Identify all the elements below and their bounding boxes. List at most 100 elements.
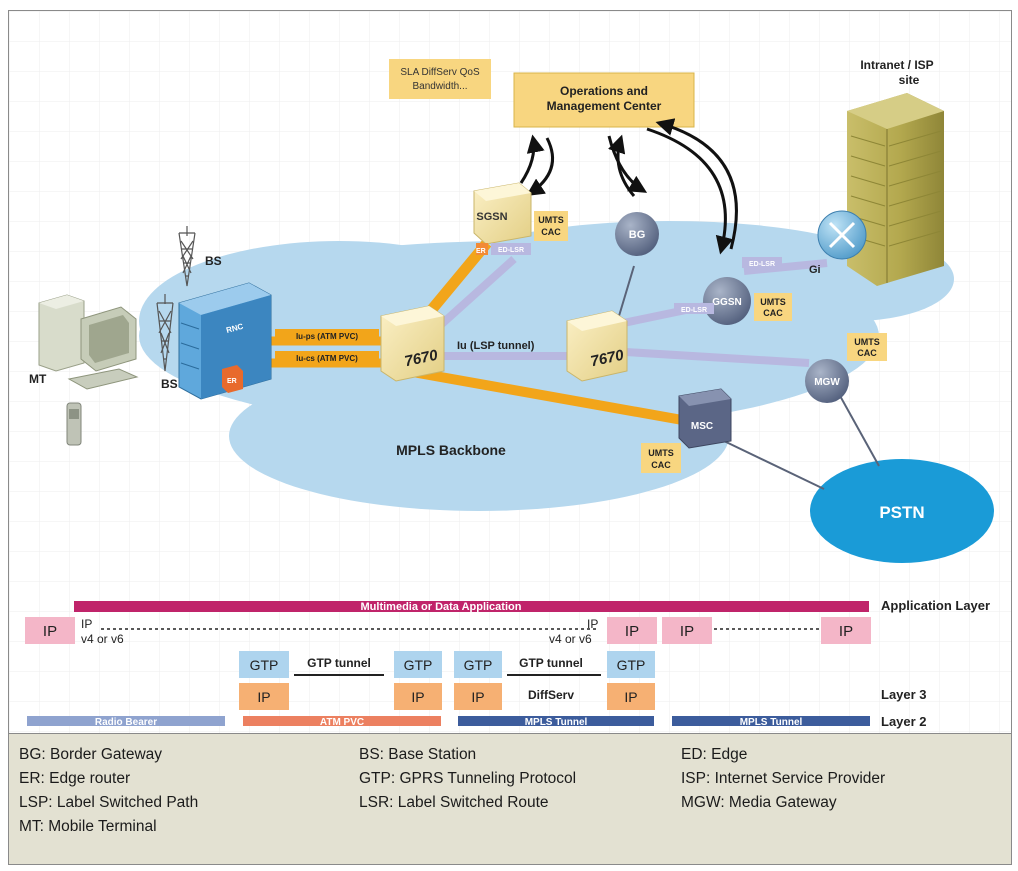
svg-text:ER: ER	[476, 248, 486, 255]
svg-text:ED-LSR: ED-LSR	[749, 261, 775, 268]
svg-text:Iu-ps (ATM PVC): Iu-ps (ATM PVC)	[296, 332, 358, 341]
svg-text:IP: IP	[257, 689, 270, 705]
svg-text:ER: ER	[227, 378, 237, 385]
mpls-tunnel-bar-1	[458, 716, 654, 726]
link-labels: Iu-ps (ATM PVC) Iu-cs (ATM PVC) Iu (LSP …	[275, 329, 535, 365]
svg-text:7670: 7670	[589, 347, 626, 371]
svg-text:Intranet / ISP: Intranet / ISP	[860, 58, 933, 72]
abbreviation-legend: BG: Border Gateway ER: Edge router LSP: …	[9, 733, 1011, 864]
pstn-cloud: PSTN	[810, 459, 994, 563]
sgsn-node: SGSN ER ED-LSR UMTS CAC	[473, 182, 568, 255]
svg-text:GGSN: GGSN	[712, 297, 741, 308]
svg-text:IP: IP	[81, 617, 92, 631]
svg-text:RNC: RNC	[225, 322, 244, 335]
svg-text:SGSN: SGSN	[476, 211, 507, 223]
msc-node: MSC UMTS CAC	[641, 388, 732, 473]
mt-label: MT	[29, 372, 47, 386]
switch-7670-left: 7670	[380, 305, 445, 382]
ggsn-node: GGSN ED-LSR ED-LSR UMTS CAC	[674, 257, 792, 325]
svg-text:Gi: Gi	[809, 264, 821, 276]
svg-text:MGW: MGW	[814, 377, 840, 388]
svg-text:Layer 2: Layer 2	[881, 714, 927, 729]
radio-bearer-bar	[27, 716, 225, 726]
protocol-stack: Multimedia or Data Application Applicati…	[25, 598, 990, 729]
svg-text:MSC: MSC	[691, 421, 713, 432]
legend-gtp: GTP: GPRS Tunneling Protocol	[359, 770, 577, 787]
legend-lsr: LSR: Label Switched Route	[359, 794, 549, 811]
svg-text:CAC: CAC	[541, 227, 561, 237]
svg-text:MPLS Tunnel: MPLS Tunnel	[525, 717, 588, 728]
bs-label-top: BS	[205, 254, 222, 268]
svg-text:GTP tunnel: GTP tunnel	[307, 656, 371, 670]
svg-text:ED-LSR: ED-LSR	[498, 247, 524, 254]
svg-text:MPLS Tunnel: MPLS Tunnel	[740, 717, 803, 728]
svg-text:Management Center: Management Center	[547, 99, 662, 113]
svg-text:IP: IP	[43, 623, 57, 640]
svg-text:GTP tunnel: GTP tunnel	[519, 656, 583, 670]
svg-text:SLA DiffServ QoS: SLA DiffServ QoS	[400, 67, 480, 78]
svg-text:Radio Bearer: Radio Bearer	[95, 717, 157, 728]
svg-text:Iu (LSP tunnel): Iu (LSP tunnel)	[457, 340, 535, 352]
legend-mgw: MGW: Media Gateway	[681, 794, 837, 811]
svg-text:UMTS: UMTS	[760, 297, 786, 307]
svg-text:IP: IP	[624, 689, 637, 705]
svg-text:7670: 7670	[403, 347, 440, 371]
er-badge	[476, 243, 488, 255]
svg-text:GTP: GTP	[404, 657, 433, 673]
umts-cac-ggsn	[754, 293, 792, 321]
svg-text:CAC: CAC	[651, 460, 671, 470]
svg-text:CAC: CAC	[763, 308, 783, 318]
svg-text:site: site	[899, 73, 920, 87]
svg-text:IP: IP	[625, 623, 639, 640]
svg-text:CAC: CAC	[857, 348, 877, 358]
legend-isp: ISP: Internet Service Provider	[681, 770, 886, 787]
pstn-label: PSTN	[879, 503, 924, 522]
network-diagram: PSTN Operations and Management Center SL…	[9, 11, 1011, 733]
umts-cac-mgw	[847, 333, 887, 361]
legend-lsp: LSP: Label Switched Path	[19, 794, 199, 811]
mpls-tunnel-bar-2	[672, 716, 870, 726]
svg-text:Multimedia or Data Application: Multimedia or Data Application	[361, 601, 522, 613]
svg-text:IP: IP	[587, 617, 598, 631]
svg-text:ED-LSR: ED-LSR	[681, 307, 707, 314]
management-arrows	[519, 118, 738, 255]
sla-note: SLA DiffServ QoS Bandwidth...	[389, 59, 491, 99]
oam-center: Operations and Management Center	[513, 72, 695, 128]
legend-bs: BS: Base Station	[359, 746, 477, 763]
intranet-building: Intranet / ISP site	[847, 58, 944, 286]
mt-computer-icon	[38, 294, 139, 390]
svg-text:GTP: GTP	[464, 657, 493, 673]
svg-text:UMTS: UMTS	[854, 337, 880, 347]
svg-text:v4 or v6: v4 or v6	[81, 632, 124, 646]
svg-text:Layer 3: Layer 3	[881, 687, 927, 702]
svg-text:IP: IP	[839, 623, 853, 640]
legend-ed: ED: Edge	[681, 746, 748, 763]
atm-pvc-bar	[243, 716, 441, 726]
bs-tower-top	[178, 226, 196, 287]
svg-text:IP: IP	[680, 623, 694, 640]
svg-text:UMTS: UMTS	[538, 215, 564, 225]
svg-text:Operations and: Operations and	[560, 84, 648, 98]
mgw-node: MGW UMTS CAC	[805, 333, 887, 403]
svg-text:Iu-cs (ATM PVC): Iu-cs (ATM PVC)	[296, 354, 358, 363]
svg-text:UMTS: UMTS	[648, 448, 674, 458]
svg-text:Bandwidth...: Bandwidth...	[412, 81, 467, 92]
mpls-backbone-label: MPLS Backbone	[396, 442, 506, 458]
svg-text:v4 or v6: v4 or v6	[549, 632, 592, 646]
svg-text:GTP: GTP	[250, 657, 279, 673]
umts-cac-sgsn	[534, 211, 568, 241]
network-architecture-figure: PSTN Operations and Management Center SL…	[8, 10, 1012, 865]
application-bar	[74, 601, 869, 612]
legend-mt: MT: Mobile Terminal	[19, 818, 157, 835]
svg-text:IP: IP	[411, 689, 424, 705]
switch-7670-right: 7670	[566, 310, 628, 382]
rnc-node: RNC ER	[178, 282, 272, 400]
svg-text:DiffServ: DiffServ	[528, 688, 574, 702]
svg-text:Application Layer: Application Layer	[881, 598, 990, 613]
svg-text:GTP: GTP	[617, 657, 646, 673]
legend-bg: BG: Border Gateway	[19, 746, 163, 763]
svg-text:BG: BG	[629, 229, 646, 241]
mt-phone-icon	[66, 402, 82, 446]
bs-label-bottom: BS	[161, 377, 178, 391]
router-icon: Gi	[809, 210, 867, 276]
